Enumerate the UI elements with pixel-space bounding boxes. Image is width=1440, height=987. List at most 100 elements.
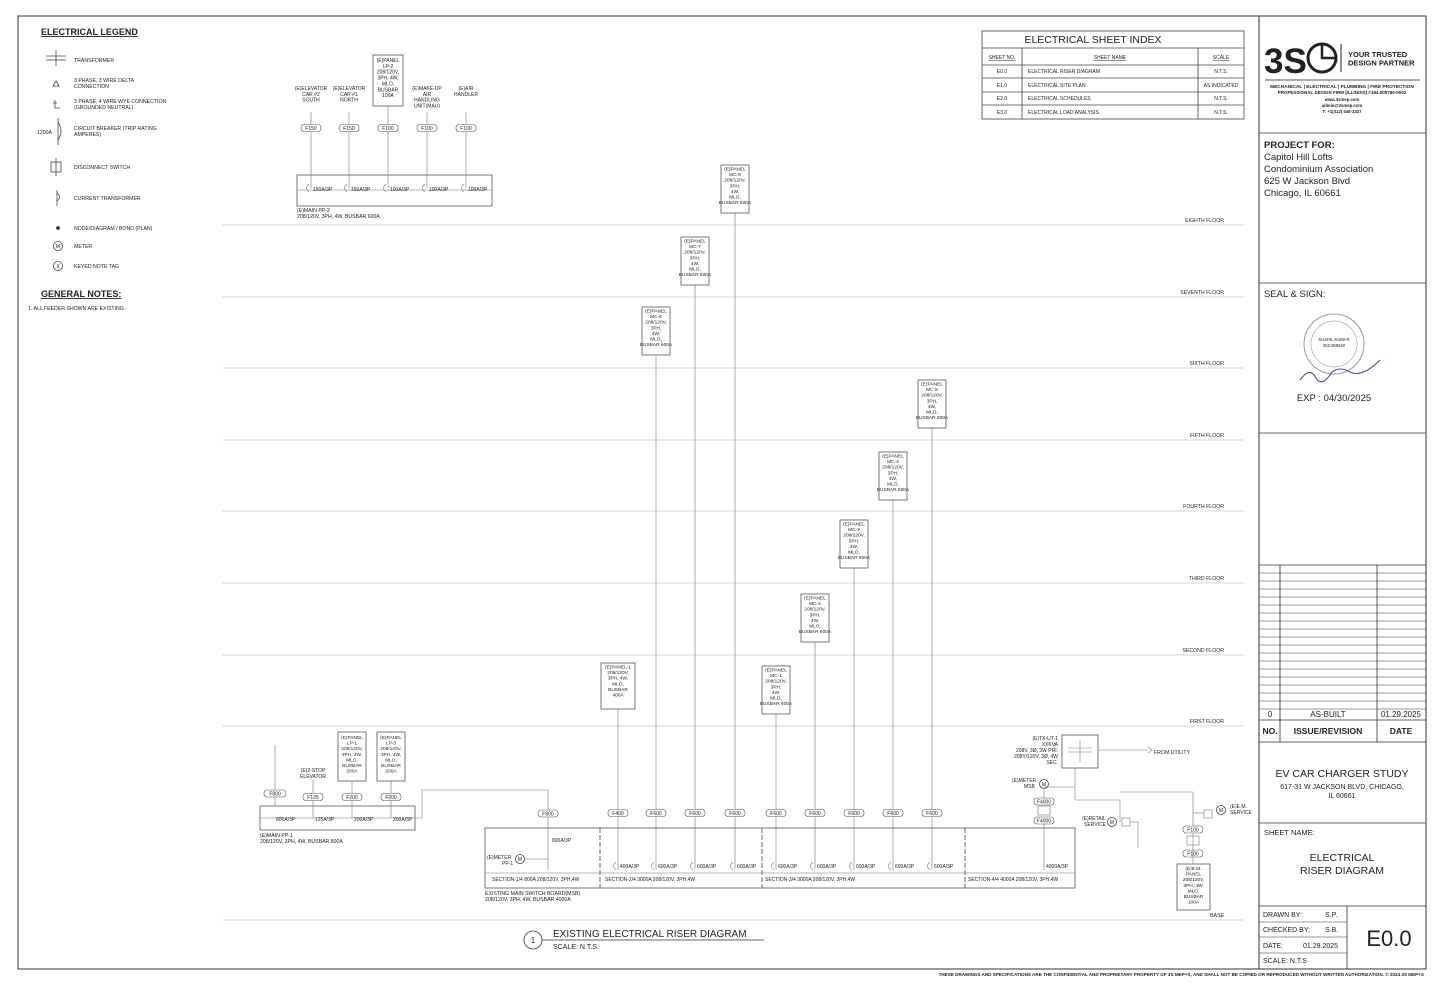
msb-section-3: SECTION-3/4 3000A 208/120V, 3PH,4W [765,877,855,883]
logo-web: www.3smep.com [1324,97,1360,102]
msb-breaker-mc-1: 600A/3P [778,864,798,870]
node-icon [56,226,60,230]
sheet-index-header-no: SHEET NO. [989,55,1016,61]
revision-header-date: DATE [1390,726,1413,736]
msb-feeder-mc-1: F600 [770,811,782,817]
project-line-3: 625 W Jackson Blvd [1264,176,1350,187]
legend-label-wye: 3 PHASE, 4 WIRE WYE CONNECTION(GROUNDED … [74,99,166,111]
keyed-note-icon: X [53,261,63,271]
svg-text:M: M [56,244,60,250]
panel-mc-6-box [641,306,671,356]
revision-table [1259,565,1426,742]
sheet-index-scale: AS INDICATED [1204,83,1239,89]
msb-section-4: SECTION-4/4 4000A 208/120V, 3PH,4W [968,877,1058,883]
msb-feeder-mc-7: F600 [689,811,701,817]
panel-mc-8-box [720,164,750,214]
study-address: 617-31 W JACKSON BLVD, CHICAGO,IL 60661 [1280,784,1404,800]
meter-icon [1216,805,1226,815]
pp2-breaker: 100A/3P [468,187,488,193]
msb-feeder-mc-8: F600 [729,811,741,817]
pp1-feeder: F800 [269,792,281,798]
svg-text:M: M [1110,820,1114,826]
legend-label-node: NODE/DIAGRAM / BOND (PLAN) [74,226,153,232]
pp2-breaker: 150A/3P [351,187,371,193]
footer-disclaimer: THESE DRAWINGS AND SPECIFICATIONS ARE TH… [939,971,1424,977]
main-pp1-assembly: (E)MAIN PP-1 208/120V, 3PH, 4W, BUSBAR 8… [259,745,549,845]
circuit-breaker-icon [57,118,62,145]
msb-main-breaker: 4000A/3P [1046,864,1069,870]
panel-lp2-box [372,54,404,107]
sheet-name-line-1: ELECTRICAL [1310,852,1375,864]
legend-label-meter: METER [74,244,92,250]
circuit-breaker-icon [888,861,892,871]
note-1: 1. ALL FEEDER SHOWN ARE EXISTING. [28,306,125,312]
msb-pp1-feeder: F800 [542,812,554,818]
scale-label: SCALE: N.T.S [1263,958,1307,965]
drawn-by: S.P. [1325,912,1337,919]
legend-breaker-tag: 1200A [37,130,53,136]
svg-text:F4000: F4000 [1037,800,1051,806]
msb-breaker-mc-4: 600A/3P [895,864,915,870]
project-line-1: Capitol Hill Lofts [1264,152,1333,163]
circuit-breaker-icon [771,861,775,871]
sheet-index-scale: N.T.S. [1214,69,1228,75]
msb-pp1-breaker: 800A/3P [552,838,572,844]
logo-email: admin@3smep.com [1322,103,1363,108]
circuit-breaker-icon [344,183,348,193]
revision-date: 01.29.2025 [1381,710,1422,719]
sheet-index-header-scale: SCALE [1213,55,1230,61]
sheet-index-name: ELECTRICAL SITE PLAN [1028,83,1086,89]
msb-section-2: SECTION-2/4 3000A 208/120V, 3PH,4W [605,877,695,883]
main-feeder-tag-2 [1033,816,1055,825]
main-switchboard: SECTION-1/4 800A 208/120V, 3PH,4W SECTIO… [484,809,1076,903]
circuit-breaker-icon [810,861,814,871]
main-pp2-assembly: (E)MAIN PP-2 208/120V, 3PH, 4W, BUSBAR 6… [295,54,493,220]
sheet-index-no: E3.0 [997,110,1008,116]
svg-text:M: M [518,857,522,863]
circuit-breaker-icon [849,861,853,871]
wye-connection-icon [53,100,60,109]
logo-services: MECHANICAL | ELECTRICAL | PLUMBING | FIR… [1270,84,1414,90]
notes-title: GENERAL NOTES: [41,289,121,299]
pp1-spec: 208/120V, 3PH, 4W, BUSBAR 800A [260,839,343,845]
msb-section-1: SECTION-1/4 800A 208/120V, 3PH,4W [492,877,580,883]
general-notes: GENERAL NOTES: 1. ALL FEEDER SHOWN ARE E… [28,289,125,312]
panel-mc-3-box [839,519,869,569]
date-label: DATE: [1263,943,1283,950]
floor-label: SIXTH FLOOR [1189,361,1224,367]
disconnect-switch-icon [1203,809,1213,819]
sheet-name-label: SHEET NAME: [1264,828,1315,837]
pp2-spec: 208/120V, 3PH, 4W, BUSBAR 600A [297,214,380,220]
signature [1299,359,1381,383]
legend-label-transformer: TRANSFORMER [74,58,114,64]
svg-text:F100: F100 [1187,828,1199,834]
meter-icon: M [53,241,63,251]
msb-breaker-mc-5: 600A/3P [934,864,954,870]
floor-label: EIGHTH FLOOR [1185,218,1224,224]
legend-label-ct: CURRENT TRANSFORMER [74,196,141,202]
diagram-title-text: EXISTING ELECTRICAL RISER DIAGRAM [553,929,747,940]
logo-text: 3S [1264,42,1307,81]
sheet-index-name: ELECTRICAL RISER DIAGRAM [1028,69,1100,75]
floor-label: SEVENTH FLOOR [1180,290,1224,296]
svg-text:F4000: F4000 [1037,819,1051,825]
panel-mc-2-box [800,593,830,643]
meter-icon [1107,817,1117,827]
sheet-index-no: E1.0 [997,83,1008,89]
circuit-breaker-icon [613,861,617,871]
project-line-2: Condominium Association [1264,164,1373,175]
electrical-legend: ELECTRICAL LEGEND TRANSFORMER 3 PHASE, 3… [37,27,166,271]
